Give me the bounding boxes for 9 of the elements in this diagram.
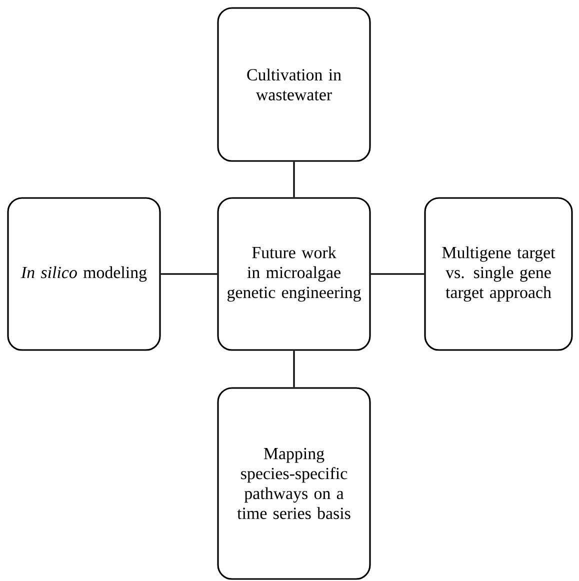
- connector-line: [160, 273, 218, 275]
- rounded-box: Multigene target vs. single gene target approach: [424, 197, 573, 351]
- connector-line: [293, 350, 295, 388]
- rounded-box: Cultivation in wastewater: [217, 7, 371, 162]
- rounded-box: Future work in microalgae genetic engineering: [217, 197, 371, 351]
- rounded-box: In silico modeling: [7, 197, 161, 351]
- connector-line: [370, 273, 424, 275]
- connector-line: [293, 162, 295, 198]
- rounded-box: Mapping species-specific pathways on a time series basis: [217, 387, 371, 580]
